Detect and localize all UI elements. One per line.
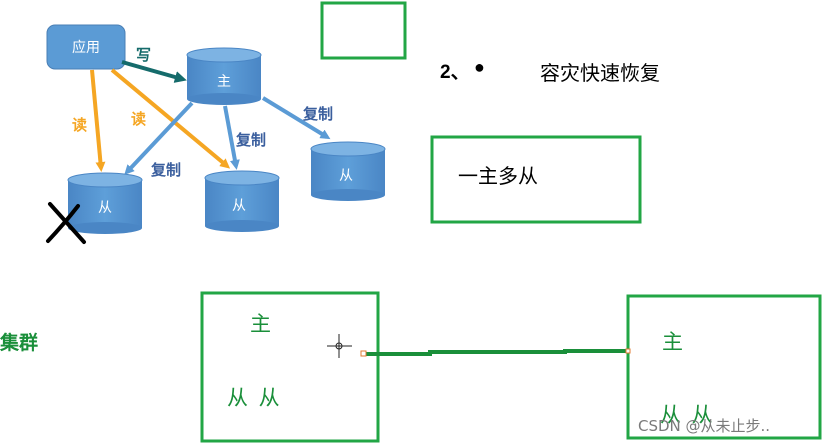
- cluster-box-right: [626, 294, 822, 440]
- cluster-box-left: [200, 291, 380, 443]
- write-arrow: [121, 60, 187, 83]
- note-box: [430, 135, 642, 224]
- cluster-left-master: 主: [250, 312, 271, 336]
- cluster-right-master: 主: [662, 330, 683, 354]
- line-handle-left[interactable]: [360, 350, 367, 357]
- master-db-node: 主: [186, 47, 262, 105]
- crosshair-cursor-icon: [327, 334, 352, 358]
- failure-x-mark: [46, 202, 86, 244]
- copy-arrow-1: [124, 101, 194, 175]
- read-arrow-1: [90, 69, 106, 172]
- slave-db-node-3: 从: [310, 141, 386, 201]
- read-label-2: 读: [131, 110, 146, 128]
- copy-label-3: 复制: [302, 105, 333, 123]
- read-label-1: 读: [72, 116, 87, 134]
- copy-arrow-2: [223, 105, 240, 170]
- slave-label-2: 从: [232, 198, 246, 214]
- read-arrow-2: [110, 68, 231, 169]
- cluster-left-slaves: 从 从: [227, 386, 282, 410]
- app-node: 应用: [46, 24, 126, 70]
- slave-label-3: 从: [339, 168, 353, 184]
- slave-db-node-1: 从: [67, 172, 143, 234]
- cluster-right-slaves: 从 从: [660, 403, 715, 427]
- heading-bullet: ●: [474, 57, 485, 77]
- cluster-label: 集群: [0, 332, 39, 354]
- app-label: 应用: [72, 39, 100, 56]
- heading-number: 2、: [440, 62, 470, 83]
- line-handle-right[interactable]: [625, 348, 631, 354]
- write-label: 写: [136, 46, 151, 64]
- watermark-text: CSDN @从未止步..: [638, 417, 771, 435]
- copy-arrow-3: [261, 96, 331, 140]
- slave-db-node-2: 从: [204, 170, 280, 232]
- note-text: 一主多从: [458, 164, 538, 188]
- cluster-link-line: [364, 349, 626, 356]
- slave-label-1: 从: [98, 200, 112, 216]
- heading-text: 容灾快速恢复: [540, 61, 660, 85]
- master-label: 主: [217, 74, 231, 90]
- empty-green-box: [320, 1, 407, 60]
- copy-label-1: 复制: [150, 161, 181, 179]
- copy-label-2: 复制: [235, 131, 266, 149]
